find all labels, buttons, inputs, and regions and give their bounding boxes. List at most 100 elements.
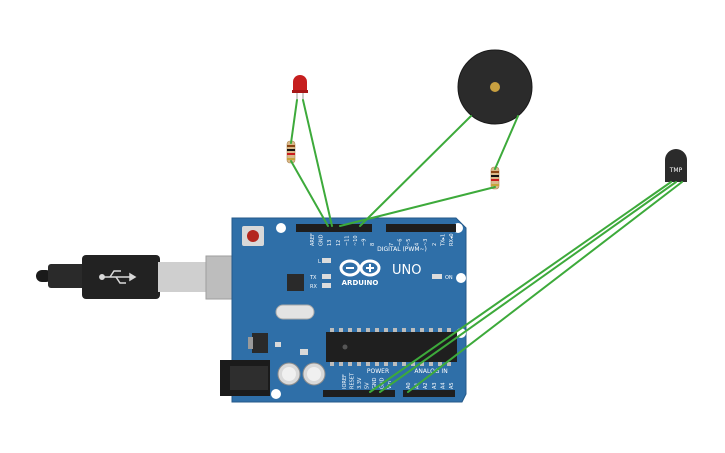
pin-label: A2 <box>423 382 429 389</box>
chip-pin <box>420 328 424 332</box>
chip-pins <box>330 328 451 366</box>
pin-label: ~10 <box>353 235 359 246</box>
analog-header[interactable] <box>403 390 455 397</box>
voltage-regulator <box>248 333 268 353</box>
chip-pin <box>330 328 334 332</box>
pin-label: ~9 <box>362 239 368 246</box>
mount-hole <box>456 273 466 283</box>
chip-pin <box>429 328 433 332</box>
chip-pin <box>384 362 388 366</box>
led-rx-label: RX <box>310 284 317 290</box>
pin-label: A3 <box>432 382 438 389</box>
chip-pin <box>429 362 433 366</box>
logo-text: ARDUINO <box>342 279 379 287</box>
on-label: ON <box>445 275 453 281</box>
analog-header-label: ANALOG IN <box>414 368 447 375</box>
chip-pin <box>366 362 370 366</box>
chip-pin <box>438 362 442 366</box>
pin-label: AREF <box>310 233 316 246</box>
chip-pin <box>348 362 352 366</box>
chip-pin <box>393 328 397 332</box>
sensor-label: TMP <box>669 167 683 174</box>
pin-label: ~11 <box>344 235 350 246</box>
mount-hole <box>271 389 281 399</box>
led-tx <box>322 274 331 279</box>
crystal <box>275 304 315 320</box>
chip-pin <box>348 328 352 332</box>
pin-label: ~6 <box>397 239 403 246</box>
wire[interactable] <box>290 99 298 144</box>
chip-pin <box>402 328 406 332</box>
microcontroller-chip <box>326 332 457 362</box>
red-led[interactable] <box>292 75 308 100</box>
pin-label: RX◂0 <box>449 233 455 246</box>
chip-pin <box>339 328 343 332</box>
led-l-label: L <box>318 259 321 265</box>
led-l <box>322 258 331 263</box>
chip-pin <box>357 328 361 332</box>
pin-label: 3.3V <box>357 377 363 389</box>
wire[interactable] <box>339 186 496 227</box>
wire[interactable] <box>359 115 472 227</box>
chip-pin <box>375 328 379 332</box>
pin-label: 5V <box>365 382 371 389</box>
wire[interactable] <box>379 181 677 393</box>
pin-label: 13 <box>327 240 333 246</box>
pin-label: 12 <box>336 240 342 246</box>
chip-pin <box>438 328 442 332</box>
chip-pin <box>411 362 415 366</box>
pin-label: 2 <box>432 243 438 246</box>
chip-pin <box>420 362 424 366</box>
power-header-label: POWER <box>367 368 389 375</box>
led-rx <box>322 283 331 288</box>
pin-label: 4 <box>415 243 421 246</box>
power-jack[interactable] <box>220 360 270 396</box>
pin-label: 8 <box>370 243 376 246</box>
chip-pin <box>375 362 379 366</box>
pin-label: GND <box>319 234 325 246</box>
piezo-buzzer[interactable] <box>457 49 533 125</box>
wire[interactable] <box>407 181 683 393</box>
chip-pin <box>402 362 406 366</box>
pin-label: ~5 <box>406 239 412 246</box>
usb-chip <box>287 274 304 291</box>
pin-label: A0 <box>406 382 412 389</box>
digital-header-label: DIGITAL (PWM~) <box>377 246 427 253</box>
model-label: UNO <box>392 263 421 278</box>
chip-pin <box>447 362 451 366</box>
pin-label: A5 <box>449 382 455 389</box>
led-tx-label: TX <box>309 275 317 281</box>
chip-pin <box>330 362 334 366</box>
chip-pin <box>393 362 397 366</box>
on-led <box>432 274 442 279</box>
pin-label: 7 <box>389 243 395 246</box>
resistor-buzzer[interactable] <box>490 166 500 190</box>
small-component <box>300 349 308 355</box>
wires <box>290 99 683 393</box>
pin-label: RESET <box>350 372 356 389</box>
wire[interactable] <box>302 99 333 227</box>
reset-button[interactable] <box>242 226 264 246</box>
pin-label: A4 <box>440 382 446 389</box>
capacitor <box>277 362 301 386</box>
pin-label: IOREF <box>342 374 348 389</box>
temperature-sensor[interactable]: TMP <box>665 149 687 182</box>
chip-pin <box>357 362 361 366</box>
usb-cable[interactable] <box>36 255 266 300</box>
mount-hole <box>276 223 286 233</box>
chip-pin <box>411 328 415 332</box>
power-header[interactable] <box>323 390 395 397</box>
usb-icon <box>99 270 137 284</box>
wire[interactable] <box>494 115 519 170</box>
chip-pin <box>447 328 451 332</box>
capacitor <box>302 362 326 386</box>
wire[interactable] <box>290 160 329 227</box>
wire[interactable] <box>369 181 672 393</box>
pin-label: ~3 <box>423 239 429 246</box>
resistor-led[interactable] <box>286 140 296 164</box>
chip-pin <box>339 362 343 366</box>
digital-header[interactable] <box>296 224 456 232</box>
